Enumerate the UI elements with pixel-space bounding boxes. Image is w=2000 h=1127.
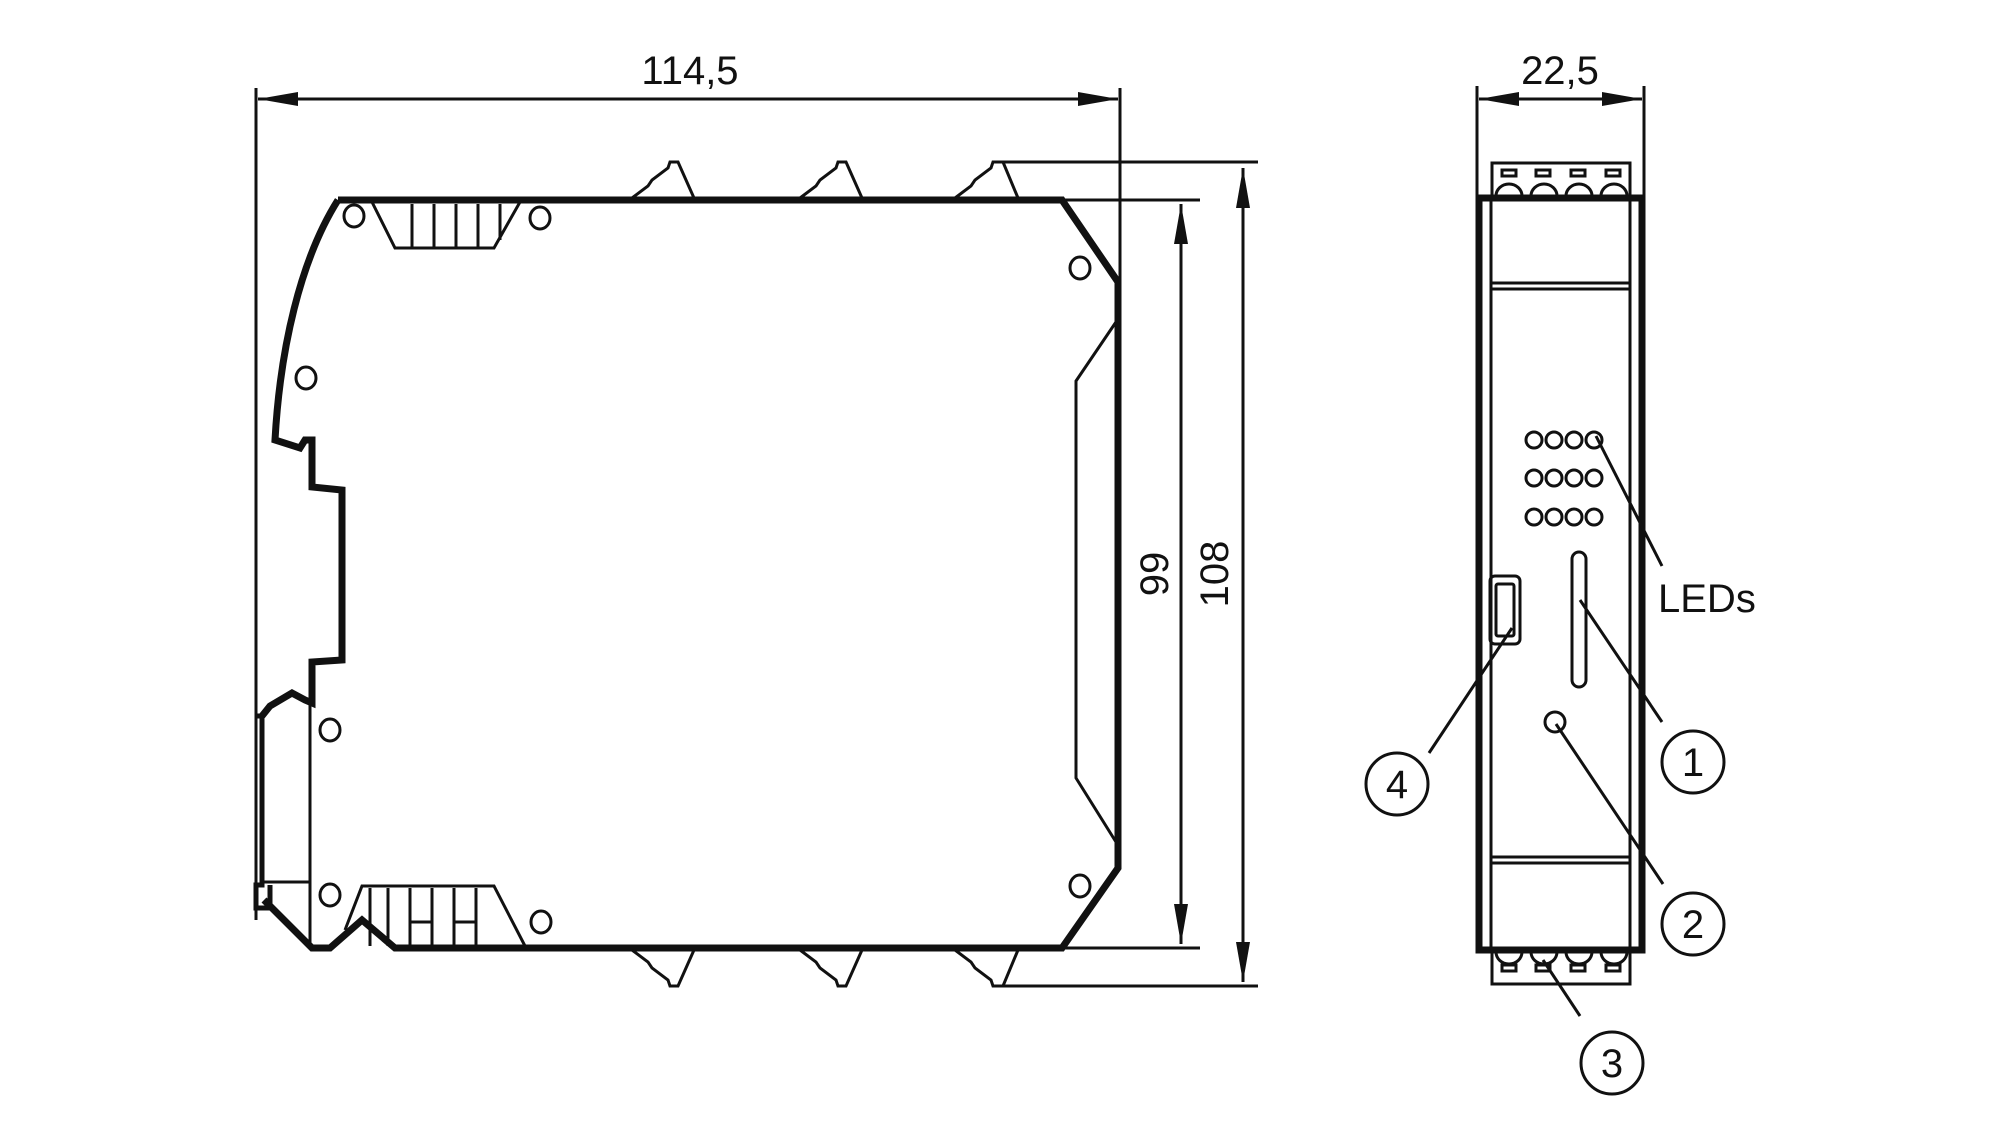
bottom-terminals-side	[631, 946, 1258, 988]
bottom-terminal-block	[1490, 948, 1632, 986]
din-clip	[253, 703, 312, 948]
callout-2-label: 2	[1682, 903, 1704, 947]
top-grille	[370, 201, 522, 250]
led	[1564, 430, 1584, 450]
width-dimension	[1475, 86, 1646, 198]
led-matrix	[1524, 430, 1604, 527]
led	[1584, 430, 1604, 450]
body-height-label: 99	[1133, 552, 1177, 597]
side-view	[253, 88, 1258, 988]
front-housing	[1475, 194, 1646, 954]
reset-button	[1543, 710, 1567, 734]
bottom-grille	[343, 884, 527, 947]
callout-4-label: 4	[1386, 763, 1408, 807]
led	[1544, 430, 1564, 450]
usb-port	[1488, 574, 1522, 646]
led	[1524, 468, 1544, 488]
callout-4-circle	[1364, 751, 1430, 817]
callout-1-circle	[1660, 729, 1726, 795]
front-bezel	[1074, 321, 1118, 843]
depth-dimension-label: 114,5	[641, 49, 738, 93]
card-slot	[1570, 550, 1588, 689]
led	[1564, 468, 1584, 488]
depth-dimension	[254, 88, 1122, 920]
led	[1544, 507, 1564, 527]
width-dimension-label: 22,5	[1521, 49, 1599, 93]
top-terminals-side	[631, 160, 1258, 202]
callout-3-label: 3	[1601, 1042, 1623, 1086]
callout-3-circle	[1579, 1030, 1645, 1096]
led	[1524, 430, 1544, 450]
total-height-label: 108	[1193, 541, 1237, 608]
led	[1544, 468, 1564, 488]
top-terminal-block	[1490, 161, 1632, 200]
led	[1564, 507, 1584, 527]
callout-2-circle	[1660, 891, 1726, 957]
callout-1-label: 1	[1682, 741, 1704, 785]
housing-outline	[259, 196, 1122, 952]
leds-label: LEDs	[1658, 577, 1756, 621]
height-dimensions	[1174, 168, 1250, 982]
leader-lines	[1427, 435, 1665, 1017]
front-view	[1364, 86, 1726, 1096]
led	[1584, 507, 1604, 527]
led	[1524, 507, 1544, 527]
led	[1584, 468, 1604, 488]
screw-holes	[294, 203, 1092, 935]
